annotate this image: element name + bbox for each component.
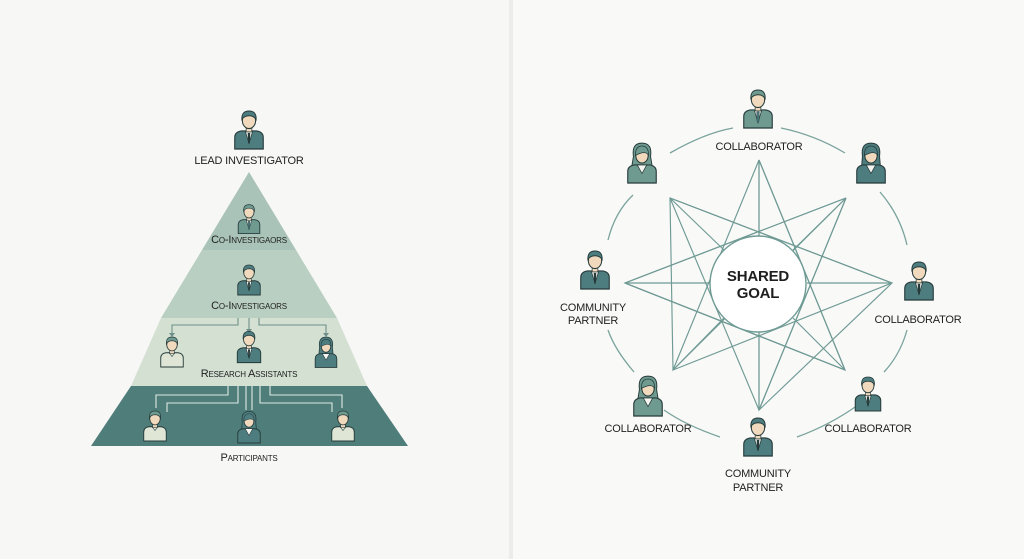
node-label-top: COLLABORATOR: [715, 141, 803, 153]
level-label: Participants: [220, 452, 278, 464]
node-label-bottom-left: COLLABORATOR: [604, 423, 692, 435]
level-label: Co-Investigaors: [211, 234, 287, 246]
community-partner-icon: [580, 250, 610, 290]
collaborator-icon: [904, 261, 934, 301]
shared-goal-line1: SHARED: [726, 268, 790, 285]
connector-lines-assistants: [171, 318, 327, 334]
shared-goal-label: SHARED GOAL: [727, 268, 789, 302]
collaborator-icon: [854, 376, 882, 412]
lead-investigator-icon: [234, 110, 264, 150]
node-label-right: COLLABORATOR: [874, 314, 962, 326]
collaborator-icon: [743, 89, 773, 129]
outer-ring: [607, 127, 908, 438]
level-label: Research Assistants: [200, 368, 298, 380]
community-partner-icon: [743, 417, 773, 457]
shared-goal-line2: GOAL: [736, 285, 780, 302]
collaborator-icon: [856, 142, 886, 184]
collaboration-network: [580, 89, 934, 457]
hierarchy-pyramid: [91, 110, 408, 446]
connector-arrows-assistants: [169, 329, 329, 337]
panel-divider: [509, 0, 513, 559]
label-line: PARTNER: [567, 315, 619, 327]
shared-goal-circle: [709, 235, 807, 333]
level-label: Co-Investigaors: [211, 300, 287, 312]
label-line: PARTNER: [732, 482, 784, 494]
node-label-left: COMMUNITY PARTNER: [560, 302, 626, 328]
label-line: COMMUNITY: [724, 468, 792, 480]
collaborator-icon: [627, 142, 657, 184]
collaborator-icon: [633, 375, 663, 417]
label-line: COMMUNITY: [559, 302, 627, 314]
node-label-bottom: COMMUNITY PARTNER: [725, 467, 791, 495]
connector-lines-participants: [155, 386, 343, 412]
lead-investigator-label: LEAD INVESTIGATOR: [194, 155, 304, 167]
node-label-bottom-right: COLLABORATOR: [824, 423, 912, 435]
